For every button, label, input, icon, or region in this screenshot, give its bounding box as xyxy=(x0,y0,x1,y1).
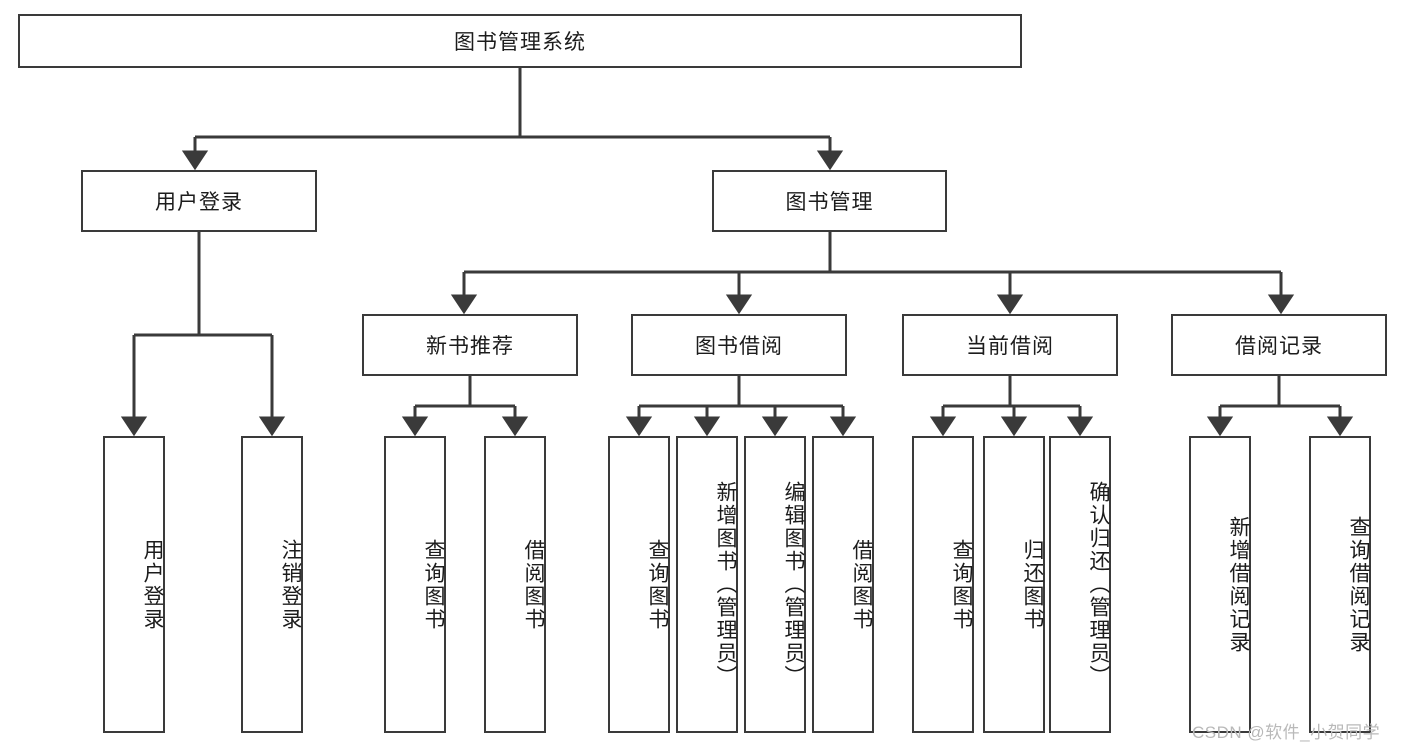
leaf-label: 编辑图书（管理员） xyxy=(782,481,805,688)
leaf-query-borrow-record[interactable]: 查询借阅记录 xyxy=(1309,436,1371,733)
leaf-label: 新增图书（管理员） xyxy=(714,481,737,688)
leaf-label: 查询图书 xyxy=(422,538,445,631)
node-user-login[interactable]: 用户登录 xyxy=(81,170,317,232)
leaf-label: 用户登录 xyxy=(141,538,164,631)
leaf-return-book[interactable]: 归还图书 xyxy=(983,436,1045,733)
leaf-label: 查询借阅记录 xyxy=(1347,515,1370,654)
leaf-add-borrow-record[interactable]: 新增借阅记录 xyxy=(1189,436,1251,733)
leaf-label: 归还图书 xyxy=(1021,538,1044,631)
leaf-label: 查询图书 xyxy=(950,538,973,631)
csdn-watermark: CSDN @软件_小贺同学 xyxy=(1192,723,1381,742)
leaf-label: 借阅图书 xyxy=(850,538,873,631)
leaf-label: 注销登录 xyxy=(279,538,302,631)
leaf-query-book-current[interactable]: 查询图书 xyxy=(912,436,974,733)
node-new-book-recommend[interactable]: 新书推荐 xyxy=(362,314,578,376)
leaf-confirm-return-admin[interactable]: 确认归还（管理员） xyxy=(1049,436,1111,733)
leaf-logout[interactable]: 注销登录 xyxy=(241,436,303,733)
node-current-borrow[interactable]: 当前借阅 xyxy=(902,314,1118,376)
leaf-borrow-book[interactable]: 借阅图书 xyxy=(812,436,874,733)
leaf-add-book-admin[interactable]: 新增图书（管理员） xyxy=(676,436,738,733)
leaf-label: 新增借阅记录 xyxy=(1227,515,1250,654)
leaf-label: 查询图书 xyxy=(646,538,669,631)
node-root[interactable]: 图书管理系统 xyxy=(18,14,1022,68)
leaf-label: 确认归还（管理员） xyxy=(1087,481,1110,688)
leaf-query-book-newbook[interactable]: 查询图书 xyxy=(384,436,446,733)
leaf-user-login[interactable]: 用户登录 xyxy=(103,436,165,733)
leaf-label: 借阅图书 xyxy=(522,538,545,631)
node-book-borrow[interactable]: 图书借阅 xyxy=(631,314,847,376)
leaf-borrow-book-newbook[interactable]: 借阅图书 xyxy=(484,436,546,733)
node-book-management[interactable]: 图书管理 xyxy=(712,170,947,232)
node-borrow-record[interactable]: 借阅记录 xyxy=(1171,314,1387,376)
leaf-query-book-borrow[interactable]: 查询图书 xyxy=(608,436,670,733)
leaf-edit-book-admin[interactable]: 编辑图书（管理员） xyxy=(744,436,806,733)
